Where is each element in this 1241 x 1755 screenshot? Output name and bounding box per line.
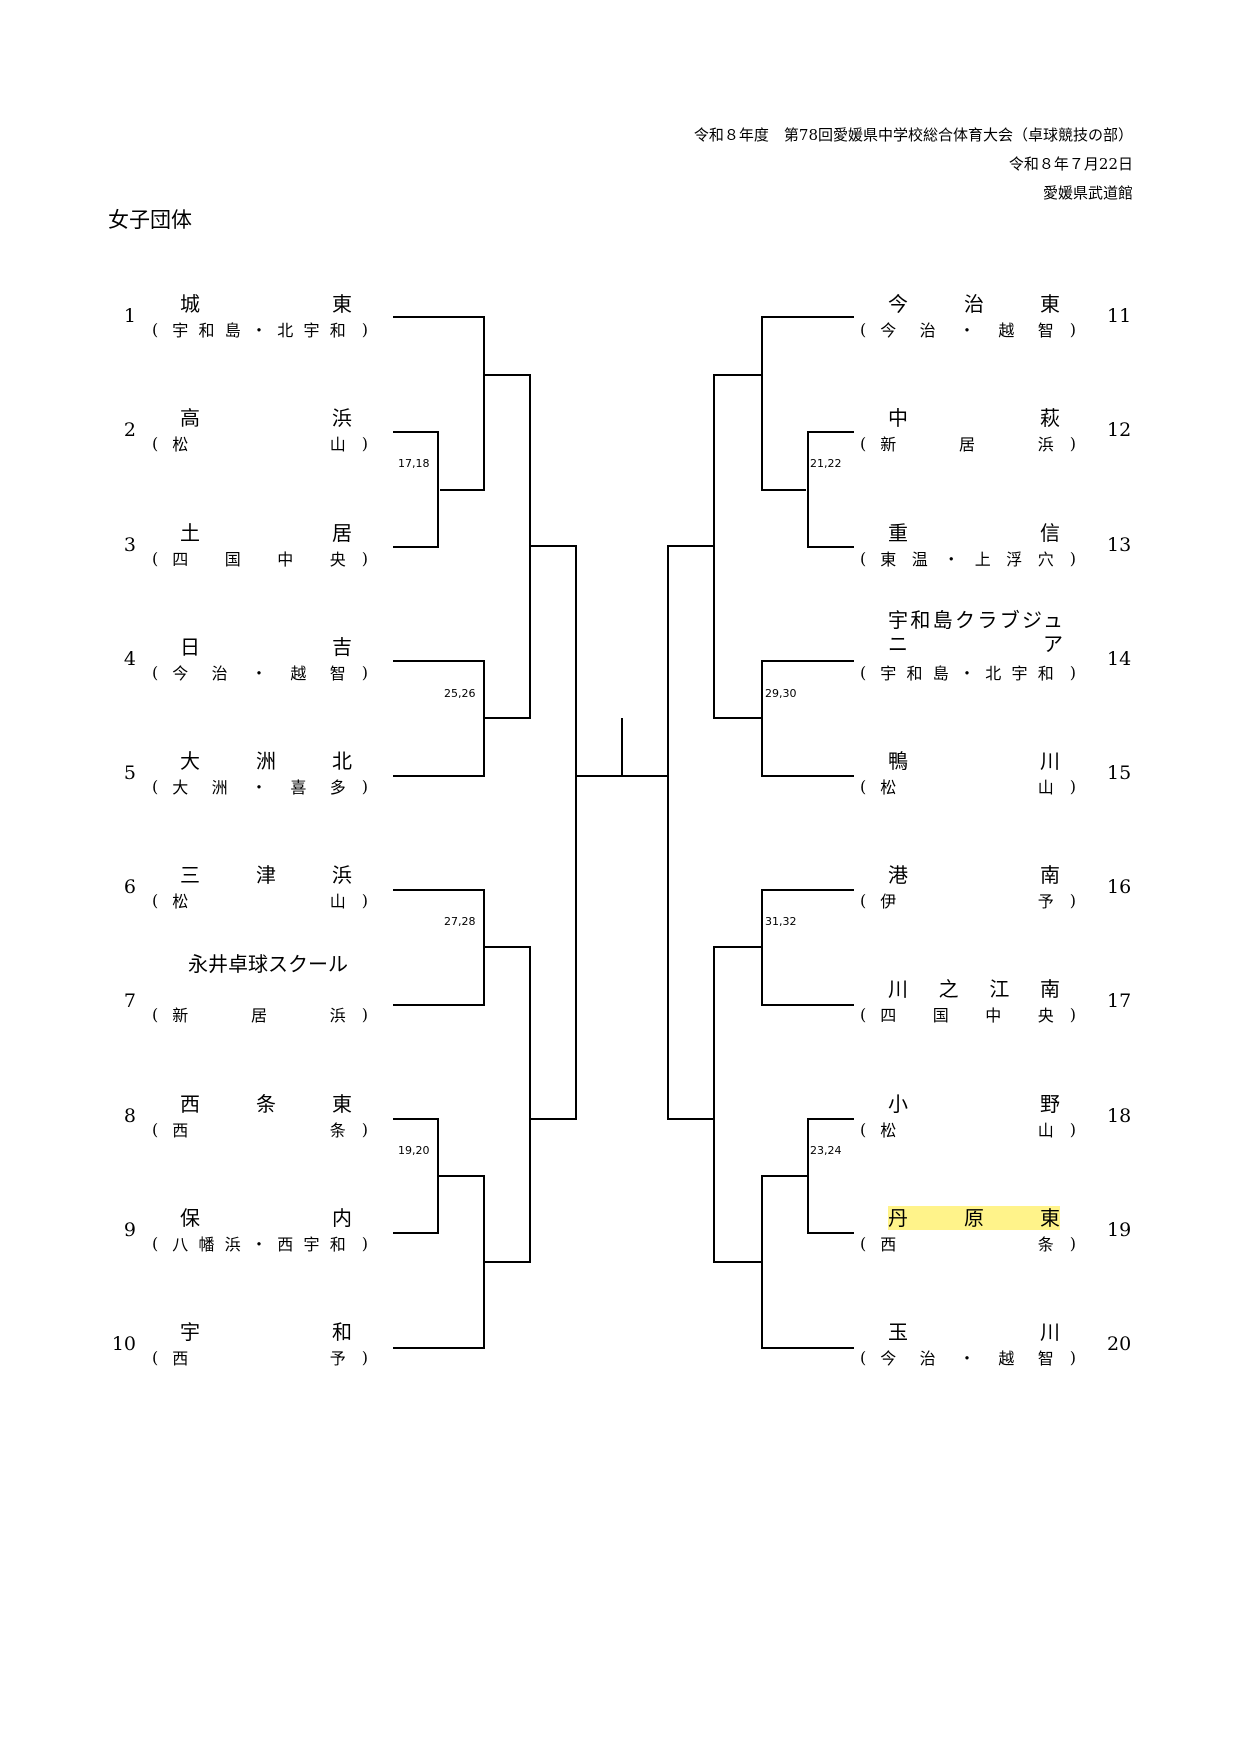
seed-number: 13 [1107,534,1132,556]
team-area: (西 予) [152,1347,368,1369]
team-name: 土 居 [180,521,352,545]
match-label: 17,18 [398,457,430,470]
bracket-line [393,316,485,491]
seed-number: 6 [123,876,136,898]
seed-number: 7 [123,990,136,1012]
seed-number: 12 [1107,419,1132,441]
bracket-line [667,545,714,1120]
seed-number: 15 [1107,762,1132,784]
team-area: (松 山) [860,1119,1076,1141]
bracket-line [393,889,485,1006]
bracket-line [807,431,854,548]
team-name: 西 条 東 [180,1092,352,1116]
bracket-line [484,374,531,719]
match-label: 25,26 [444,687,476,700]
seed-number: 10 [111,1333,136,1355]
team-name: 永井卓球スクール [188,952,348,976]
team-area: (新 居 浜) [860,433,1076,455]
match-label: 31,32 [765,915,797,928]
team-area: (新 居 浜) [152,1004,368,1026]
seed-number: 5 [123,762,136,784]
seed-number: 8 [123,1105,136,1127]
seed-number: 9 [123,1219,136,1241]
bracket-line [761,1175,854,1349]
match-label: 27,28 [444,915,476,928]
team-area: (宇和島・北宇和) [860,662,1076,684]
bracket-line [393,1118,439,1234]
team-area: (西 条) [152,1119,368,1141]
team-area: (八幡浜・西宇和) [152,1233,368,1255]
team-area: (今 治 ・ 越 智) [860,1347,1076,1369]
team-area: (宇和島・北宇和) [152,319,368,341]
team-area: (松 山) [152,890,368,912]
match-label: 23,24 [810,1144,842,1157]
bracket-line [807,1118,854,1234]
match-label: 19,20 [398,1144,430,1157]
team-name: 高 浜 [180,406,352,430]
team-name: 鴨 川 [888,749,1060,773]
seed-number: 1 [123,305,136,327]
team-area: (松 山) [152,433,368,455]
team-name: 日 吉 [180,635,352,659]
team-name: 三 津 浜 [180,863,352,887]
team-name: 玉 川 [888,1320,1060,1344]
bracket-line [484,946,531,1263]
team-name: 今 治 東 [888,292,1060,316]
seed-number: 19 [1107,1219,1132,1241]
bracket-line [761,660,854,777]
team-name: 大 洲 北 [180,749,352,773]
team-area: (大 洲 ・ 喜 多) [152,776,368,798]
team-area: (今 治 ・ 越 智) [152,662,368,684]
seed-number: 17 [1107,990,1132,1012]
team-name: 港 南 [888,863,1060,887]
team-name: 小 野 [888,1092,1060,1116]
team-area: (松 山) [860,776,1076,798]
seed-number: 11 [1107,305,1132,327]
seed-number: 20 [1107,1333,1132,1355]
team-area: (伊 予) [860,890,1076,912]
seed-number: 18 [1107,1105,1132,1127]
team-area: (四 国 中 央) [152,548,368,570]
bracket-line [393,431,439,548]
bracket-line [713,946,762,1263]
seed-number: 16 [1107,876,1132,898]
team-area: (西 条) [860,1233,1076,1255]
team-name: 川 之 江 南 [888,977,1060,1001]
seed-number: 2 [123,419,136,441]
team-name: 宇 和 [180,1320,352,1344]
bracket-line [761,889,854,1006]
seed-number: 3 [123,534,136,556]
team-name: 宇和島クラブジュニア [888,608,1064,656]
team-name: 保 内 [180,1206,352,1230]
event-date: 令和８年７月22日 [1008,155,1133,173]
bracket-line [761,316,854,491]
team-name-highlighted: 丹 原 東 [888,1206,1060,1230]
match-label: 21,22 [810,457,842,470]
bracket-line [393,660,485,777]
seed-number: 4 [123,648,136,670]
seed-number: 14 [1107,648,1132,670]
team-area: (今 治 ・ 越 智) [860,319,1076,341]
event-venue: 愛媛県武道館 [1042,184,1133,202]
team-name: 重 信 [888,521,1060,545]
bracket-line [530,545,577,1120]
match-label: 29,30 [765,687,797,700]
event-title: 令和８年度 第78回愛媛県中学校総合体育大会（卓球競技の部） [693,126,1133,144]
team-area: (東温・上浮穴) [860,548,1076,570]
bracket-line [713,374,762,719]
team-area: (四 国 中 央) [860,1004,1076,1026]
team-name: 城 東 [180,292,352,316]
team-name: 中 萩 [888,406,1060,430]
page-title: 女子団体 [108,208,192,232]
